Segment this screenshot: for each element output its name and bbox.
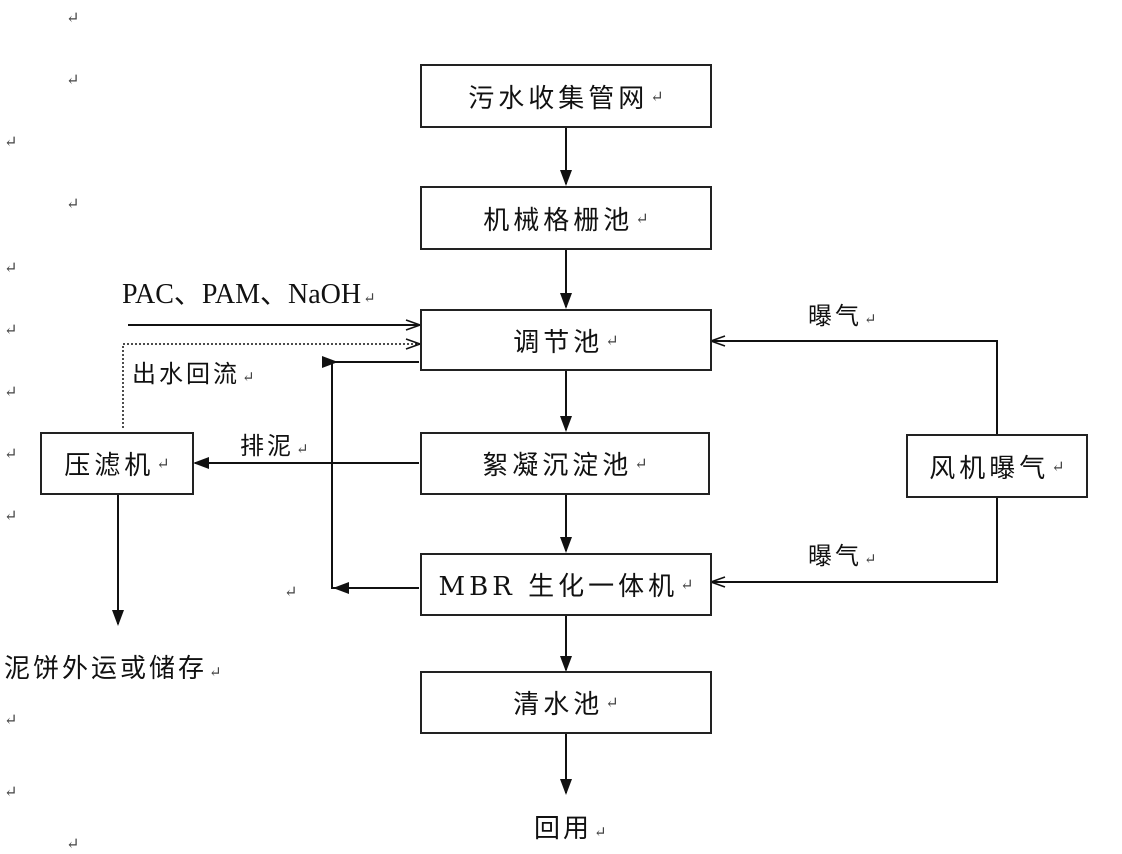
node-flocculation-tank-label: 絮凝沉淀池 — [482, 451, 633, 481]
label-aeration-bottom: 曝气↵ — [808, 542, 877, 570]
label-effluent-reflux: 出水回流↵ — [132, 360, 255, 388]
node-sewage-collection-label: 污水收集管网 — [468, 83, 649, 114]
paragraph-mark: ↵ — [4, 710, 18, 729]
paragraph-mark: ↵ — [66, 194, 80, 213]
paragraph-mark: ↵ — [4, 382, 18, 401]
node-regulating-tank-label: 调节池 — [513, 327, 604, 358]
node-regulating-tank: 调节池↵ — [420, 309, 712, 371]
node-filter-press-label: 压滤机 — [64, 451, 155, 481]
label-reuse: 回用↵ — [534, 814, 607, 844]
node-flocculation-tank: 絮凝沉淀池↵ — [420, 432, 710, 495]
paragraph-mark: ↵ — [4, 506, 18, 525]
label-sludge-discharge: 排泥↵ — [240, 432, 309, 460]
paragraph-mark: ↵ — [284, 582, 298, 601]
node-sewage-collection: 污水收集管网↵ — [420, 64, 712, 128]
node-mbr-unit-label: MBR 生化一体机 — [438, 572, 679, 602]
node-clear-water-tank: 清水池↵ — [420, 671, 712, 734]
node-mbr-unit: MBR 生化一体机↵ — [420, 553, 712, 616]
paragraph-mark: ↵ — [4, 258, 18, 277]
paragraph-mark: ↵ — [66, 834, 80, 853]
node-mechanical-screen-label: 机械格栅池 — [483, 205, 634, 236]
paragraph-mark: ↵ — [4, 444, 18, 463]
node-blower-aeration: 风机曝气↵ — [906, 434, 1088, 498]
sludge-return-loop — [331, 361, 419, 589]
node-filter-press: 压滤机↵ — [40, 432, 194, 495]
paragraph-mark: ↵ — [4, 320, 18, 339]
node-blower-aeration-label: 风机曝气 — [929, 453, 1050, 484]
node-mechanical-screen: 机械格栅池↵ — [420, 186, 712, 250]
paragraph-mark: ↵ — [4, 782, 18, 801]
label-chemicals: PAC、PAM、NaOH↵ — [122, 279, 376, 310]
arrow-aeration-to-regulating — [712, 341, 998, 434]
node-clear-water-tank-label: 清水池 — [513, 690, 604, 720]
paragraph-mark: ↵ — [66, 8, 80, 27]
paragraph-mark: ↵ — [66, 70, 80, 89]
arrow-effluent-reflux — [122, 344, 419, 428]
label-aeration-top: 曝气↵ — [808, 302, 877, 330]
paragraph-mark: ↵ — [4, 132, 18, 151]
label-sludge-cake: 泥饼外运或储存↵ — [4, 654, 222, 684]
arrow-aeration-to-mbr — [712, 497, 998, 582]
